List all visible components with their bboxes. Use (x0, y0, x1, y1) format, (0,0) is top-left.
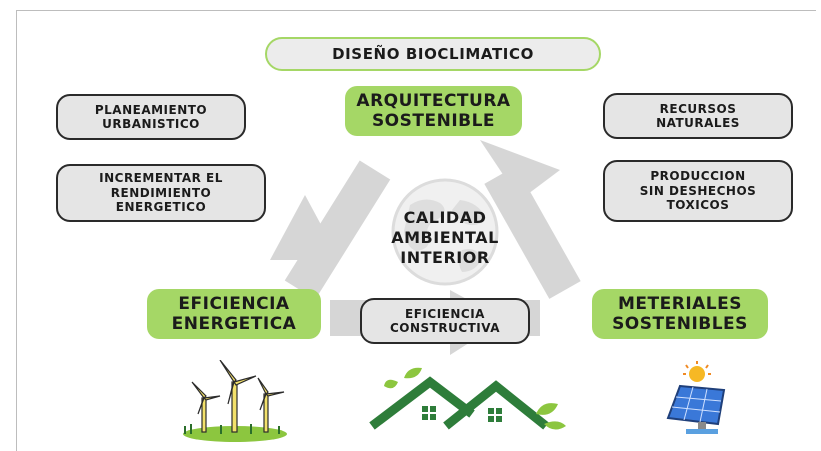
box-incrementar-rendimiento: INCREMENTAR EL RENDIMIENTO ENERGETICO (56, 164, 266, 222)
box-eficiencia-constructiva-label: EFICIENCIA CONSTRUCTIVA (389, 306, 501, 335)
recycle-arrow-right (484, 166, 581, 299)
sun-icon (683, 361, 711, 382)
box-recursos-naturales: RECURSOS NATURALES (603, 93, 793, 139)
node-arquitectura-sostenible: ARQUITECTURA SOSTENIBLE (345, 86, 522, 136)
box-recursos-label: RECURSOS NATURALES (656, 101, 740, 130)
box-produccion-label: PRODUCCION SIN DESHECHOS TOXICOS (639, 169, 757, 213)
box-planeamiento-urbanistico: PLANEAMIENTO URBANISTICO (56, 94, 246, 140)
arrowhead-left (270, 195, 340, 260)
node-eficiencia-energetica: EFICIENCIA ENERGETICA (147, 289, 321, 339)
box-incrementar-label: INCREMENTAR EL RENDIMIENTO ENERGETICO (99, 171, 223, 215)
recycle-arrow-left (284, 160, 391, 300)
frame-top-border (16, 10, 816, 11)
box-eficiencia-constructiva: EFICIENCIA CONSTRUCTIVA (360, 298, 530, 344)
box-produccion-sin-deshechos: PRODUCCION SIN DESHECHOS TOXICOS (603, 160, 793, 222)
green-houses-icon (369, 367, 566, 430)
title-text: DISEÑO BIOCLIMATICO (332, 45, 534, 63)
arrowhead-top-right (480, 140, 560, 200)
node-materiales-sostenibles: METERIALES SOSTENIBLES (592, 289, 768, 339)
node-eficiencia-energetica-label: EFICIENCIA ENERGETICA (171, 293, 297, 334)
node-materiales-label: METERIALES SOSTENIBLES (612, 293, 748, 334)
solar-panel-icon (666, 361, 726, 434)
globe-icon (391, 178, 499, 286)
frame-left-border (16, 10, 17, 451)
wind-turbines-icon (183, 360, 287, 442)
title-box: DISEÑO BIOCLIMATICO (265, 37, 601, 71)
node-arquitectura-label: ARQUITECTURA SOSTENIBLE (356, 90, 511, 131)
box-planeamiento-label: PLANEAMIENTO URBANISTICO (94, 102, 208, 131)
center-label: CALIDAD AMBIENTAL INTERIOR (391, 208, 499, 267)
